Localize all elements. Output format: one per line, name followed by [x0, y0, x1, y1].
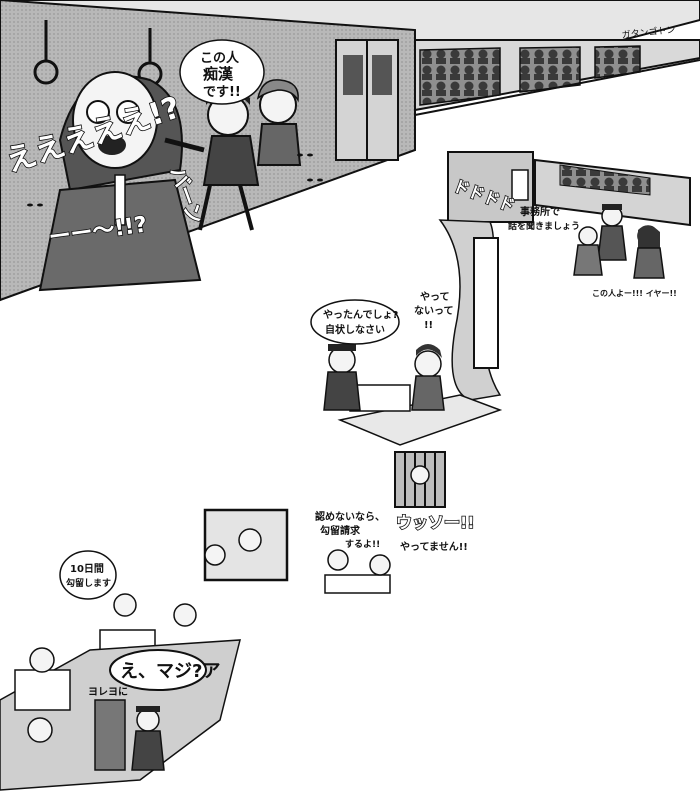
suspect-denial-3: !!	[424, 320, 433, 331]
train-window-crowd	[519, 46, 581, 93]
final-panel: え、マジ?ア ヨレヨに	[0, 639, 241, 791]
accusation-line-3: です!!	[203, 85, 241, 100]
friend-figure	[256, 79, 302, 166]
final-shock-text: え、マジ?ア	[120, 661, 220, 682]
train-window-crowd	[419, 47, 501, 106]
suspect-head	[369, 554, 391, 576]
defendant-head	[173, 603, 197, 627]
jail-panel: ウッソー!! やってません!!	[394, 451, 475, 553]
judge-head	[113, 593, 137, 617]
framed-figure-head	[238, 528, 262, 552]
hanging-scroll	[473, 237, 499, 369]
final-figure-head	[27, 717, 53, 743]
exhausted-man-figure	[94, 699, 126, 771]
long-train-panel: ガタンゴトン	[414, 23, 700, 116]
officer-question-line-2: 自状しなさい	[325, 323, 385, 336]
officer-question-line-1: やったんでしょ?	[323, 309, 398, 321]
interrogation-panel: やったんでしょ? 自状しなさい やって ないって !!	[310, 291, 503, 446]
screaming-woman-figure	[633, 225, 665, 279]
judge-line-2: 勾留します	[66, 577, 111, 589]
rail-line	[414, 59, 700, 116]
staring-eyes	[27, 153, 323, 207]
framed-scene-panel	[203, 508, 289, 582]
train-door	[335, 39, 399, 161]
jail-denial: やってません!!	[400, 541, 468, 553]
judge-line-1: 10日間	[70, 563, 104, 575]
police-officer-figure	[323, 344, 361, 411]
station-officer-figure	[597, 204, 627, 261]
final-small-text: ヨレヨに	[88, 686, 128, 698]
prosecutor-line-1: 認めないなら、	[315, 510, 385, 523]
suspect-figure	[411, 344, 445, 411]
prosecutor-line-3: するよ!!	[345, 539, 380, 550]
accusation-line-2: 痴漢	[203, 65, 234, 83]
officer-line-2: 話を聞きましょう	[508, 220, 580, 232]
final-desk	[14, 669, 71, 711]
judge-speech-bubble: 10日間 勾留します	[59, 550, 117, 600]
officer-line-1: 事務所で	[520, 205, 560, 218]
platform-train-window	[559, 164, 651, 196]
accused-man-small	[573, 226, 603, 276]
suspect-denial-1: やって	[420, 291, 450, 303]
train-car-panel: この人 痴漢 です!! えええええ!? ーー〜!!? バーン	[0, 0, 700, 302]
jailed-man-head	[410, 465, 430, 485]
final-official-head	[29, 647, 55, 673]
hand-strap-icon	[33, 20, 163, 87]
shocked-man-figure	[38, 71, 202, 292]
accusation-speech-bubble: この人 痴漢 です!!	[179, 39, 265, 105]
booth-door	[511, 169, 529, 201]
prosecutor-desk	[324, 574, 391, 594]
guard-figure	[131, 706, 165, 771]
shock-speech-bubble: え、マジ?ア	[109, 649, 220, 691]
suspect-denial-2: ないって	[414, 305, 454, 317]
prosecutor-panel: 認めないなら、 勾留請求 するよ!!	[315, 510, 391, 594]
outside-figure-head	[204, 544, 226, 566]
jail-shock-sfx: ウッソー!!	[396, 513, 475, 532]
prosecutor-line-2: 勾留請求	[320, 524, 361, 537]
prosecutor-head	[327, 549, 349, 571]
accusation-line-1: この人	[200, 50, 240, 66]
station-booth	[447, 151, 534, 223]
officer-speech-bubble: やったんでしょ? 自状しなさい	[310, 299, 400, 345]
woman-shout: この人よー!!! イヤー!!	[592, 288, 677, 298]
station-office-panel: 事務所で 話を聞きましょう この人よー!!! イヤー!!	[447, 151, 691, 298]
